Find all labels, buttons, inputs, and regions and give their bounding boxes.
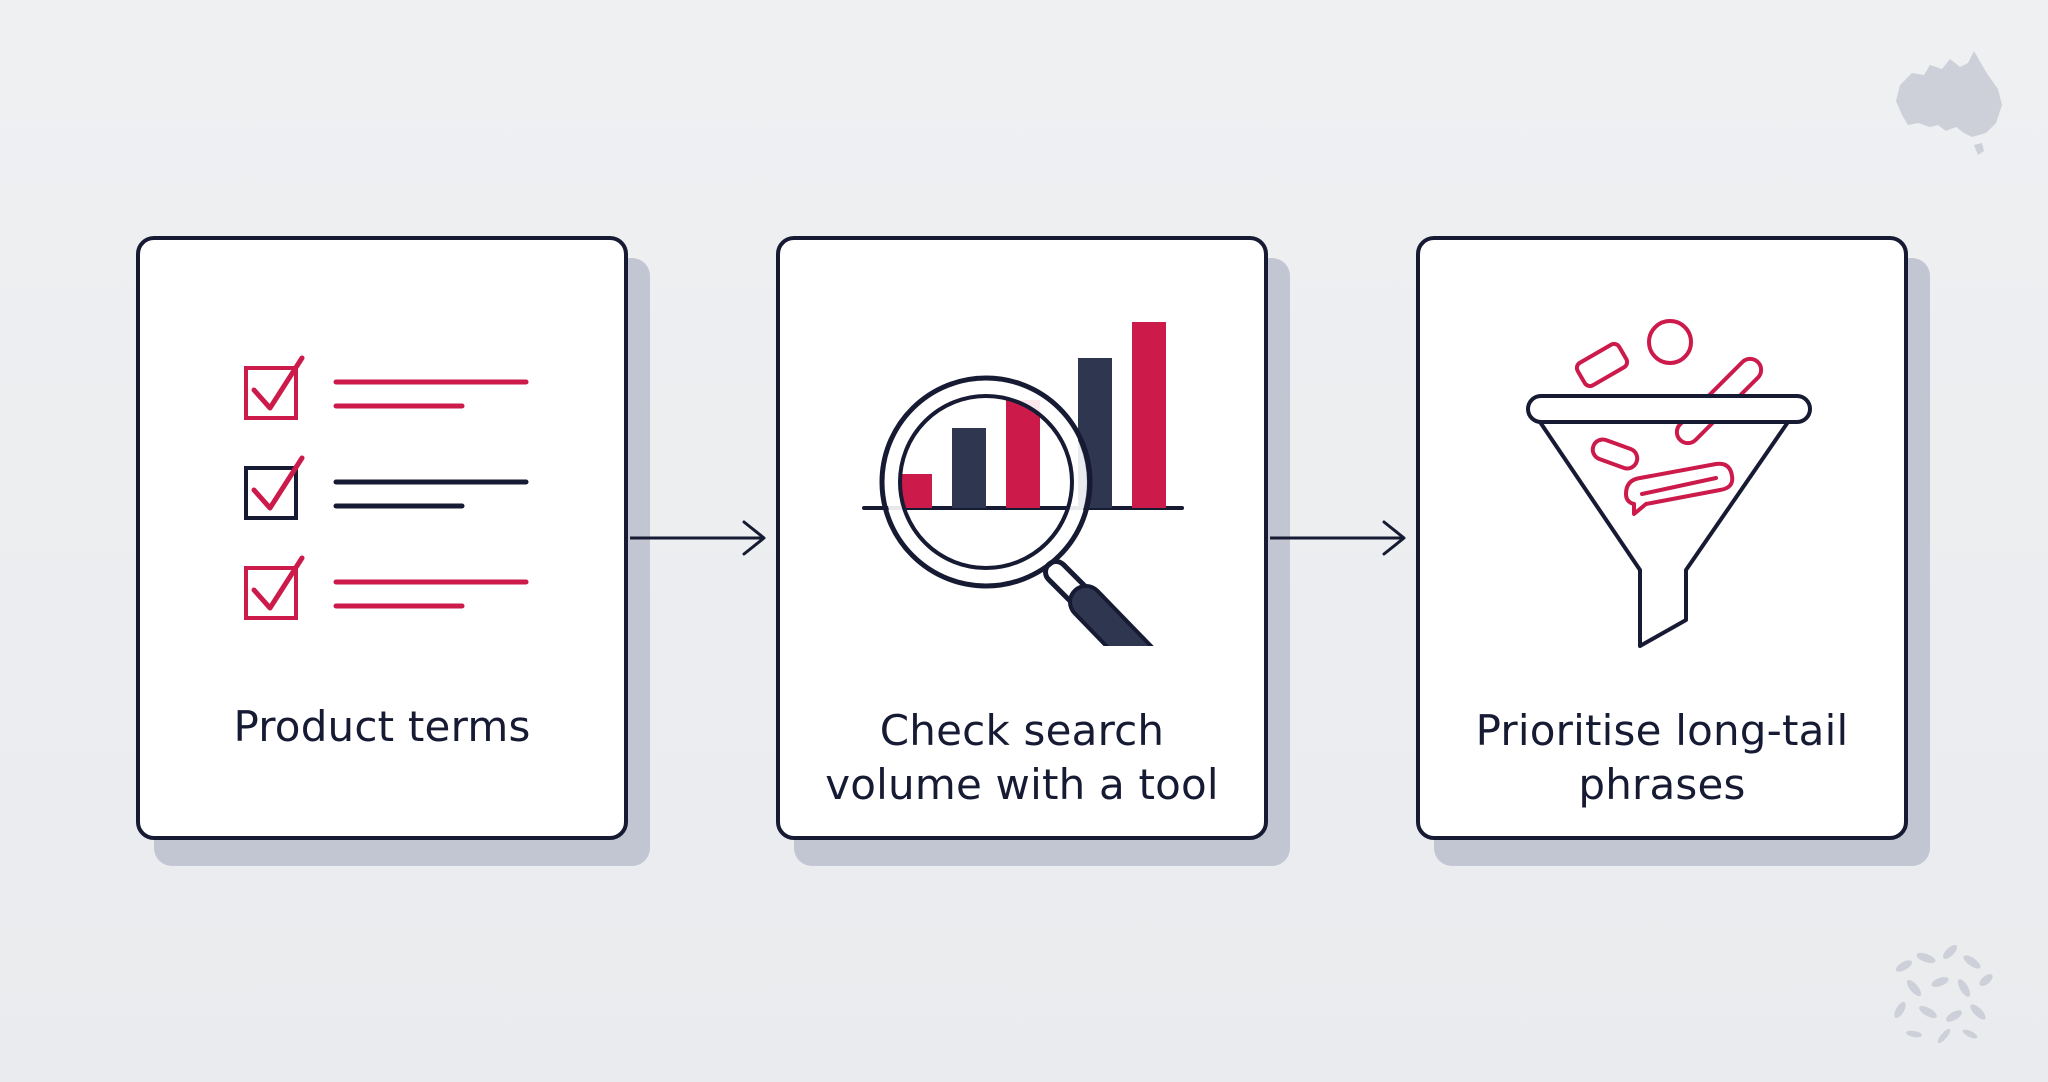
- arrow-right-icon: [630, 520, 766, 556]
- step-3-card: Prioritise long-tail phrases: [1416, 236, 1908, 840]
- step-2-label: Check search volume with a tool: [825, 706, 1219, 809]
- step-1-label: Product terms: [233, 702, 531, 751]
- arrow-right-icon: [1270, 520, 1406, 556]
- checklist-icon: [244, 355, 529, 620]
- australia-map-icon: [1896, 51, 2002, 155]
- step-1-card: Product terms: [136, 236, 628, 840]
- step-3-label: Prioritise long-tail phrases: [1475, 706, 1849, 809]
- leaf-pattern-icon: [1894, 945, 1993, 1044]
- step-2-card: Check search volume with a tool: [776, 236, 1268, 840]
- funnel-icon: [1526, 319, 1812, 648]
- magnifier-bar-chart-icon: [862, 322, 1184, 646]
